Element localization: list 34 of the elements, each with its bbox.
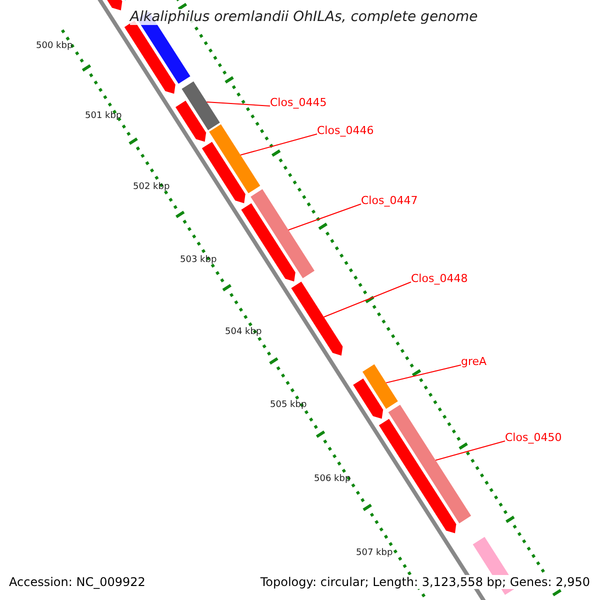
tick-label: 502 kbp	[133, 182, 170, 192]
accession-text: Accession: NC_009922	[9, 575, 146, 589]
gene-feature	[202, 142, 246, 204]
tick-label: 501 kbp	[85, 111, 122, 121]
gene-bar	[209, 124, 260, 194]
gene-label: Clos_0450	[505, 431, 562, 444]
gene-label: Clos_0447	[361, 194, 418, 207]
leader-line	[323, 282, 412, 318]
leader-line	[240, 134, 318, 156]
leader-line	[288, 204, 362, 230]
gene-bar	[388, 404, 472, 524]
gene-bar	[362, 364, 398, 409]
gene-label: Clos_0446	[317, 124, 374, 137]
tick-label: 506 kbp	[314, 474, 351, 484]
gene-feature	[241, 203, 296, 282]
gene-label: Clos_0445	[270, 96, 327, 109]
gene-label: Clos_0448	[411, 272, 468, 285]
gene-label: greA	[461, 355, 487, 368]
gene-feature	[176, 100, 206, 142]
tick-label: 507 kbp	[356, 548, 393, 558]
map-title: Alkaliphilus oremlandii OhILAs, complete genome	[130, 9, 478, 25]
tick-label: 503 kbp	[180, 255, 217, 265]
gene-feature	[378, 418, 456, 534]
gene-feature	[353, 378, 384, 419]
leader-line	[386, 364, 462, 384]
tick-label: 504 kbp	[225, 327, 262, 337]
genome-summary-text: Topology: circular; Length: 3,123,558 bp; Genes: 2,950	[260, 575, 590, 589]
gene-feature	[291, 282, 343, 356]
leader-line	[435, 440, 506, 461]
tick-label: 505 kbp	[270, 400, 307, 410]
tick-label: 500 kbp	[36, 41, 73, 51]
leader-line	[206, 102, 270, 106]
gene-bar	[250, 189, 314, 278]
gene-bar	[182, 81, 220, 130]
